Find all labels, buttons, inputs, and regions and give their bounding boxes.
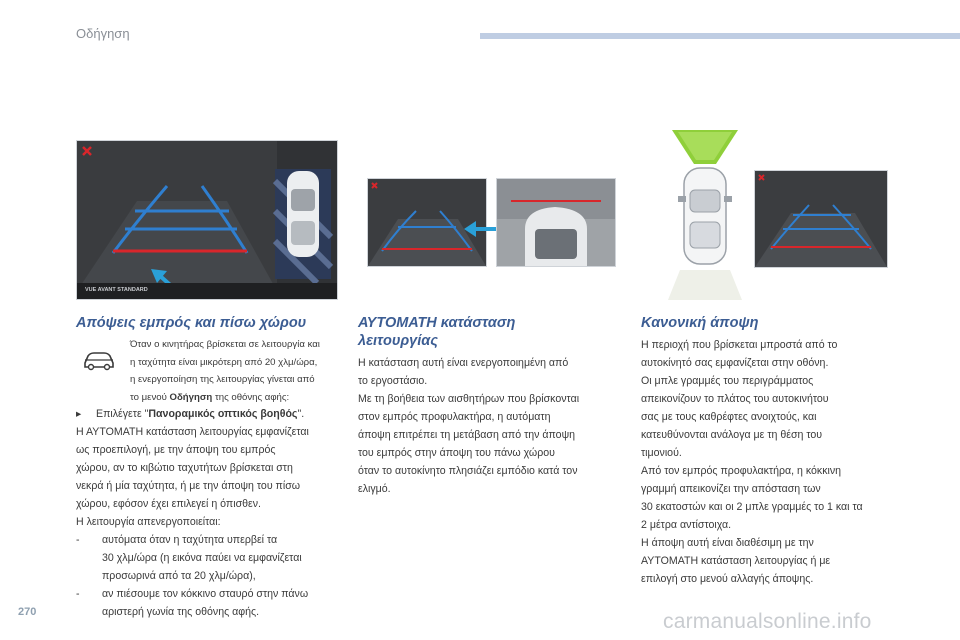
image-caption: VUE AVANT STANDARD [85,287,148,293]
watermark: carmanualsonline.info [663,610,872,633]
close-icon [758,174,765,181]
normal-view-diagram [660,130,750,300]
col2-paragraph: Η κατάσταση αυτή είναι ενεργοποιημένη απ… [358,357,580,495]
col2-body: Η κατάσταση αυτή είναι ενεργοποιημένη απ… [358,354,628,498]
page-number: 270 [18,606,37,618]
col1-body: ▸Επιλέγετε "Πανοραμικός οπτικός βοηθός".… [76,405,346,621]
close-icon [371,182,378,189]
list-item: -αυτόματα όταν η ταχύτητα υπερβεί τα 30 … [76,534,302,582]
section-title-automatic-mode: ΑΥΤΟΜΑΤΗ κατάσταση λειτουργίας [358,315,516,349]
front-camera-view-image: VUE AVANT STANDARD [76,140,338,300]
close-icon [82,146,92,156]
select-instruction: ▸Επιλέγετε "Πανοραμικός οπτικός βοηθός". [76,405,346,423]
arrow-bullet-icon: ▸ [76,408,82,420]
activation-note: Όταν ο κινητήρας βρίσκεται σε λειτουργία… [130,339,320,403]
section-title-normal-view: Κανονική άποψη [641,315,759,331]
section-title-front-rear-views: Απόψεις εμπρός και πίσω χώρου [76,315,307,331]
normal-view-camera-image [754,170,888,268]
page-header-title: Οδήγηση [76,26,130,41]
header-bar [480,33,960,39]
col3-body: Η περιοχή που βρίσκεται μπροστά από το α… [641,336,911,588]
col1-paragraph: Η ΑΥΤΟΜΑΤΗ κατάσταση λειτουργίας εμφανίζ… [76,426,309,528]
auto-mode-top-view-image [496,178,616,267]
col3-paragraph: Η περιοχή που βρίσκεται μπροστά από το α… [641,339,863,585]
auto-mode-front-view-image [367,178,487,267]
list-item: -αν πιέσουμε τον κόκκινο σταυρό στην πάν… [76,588,309,618]
car-icon [82,349,116,371]
